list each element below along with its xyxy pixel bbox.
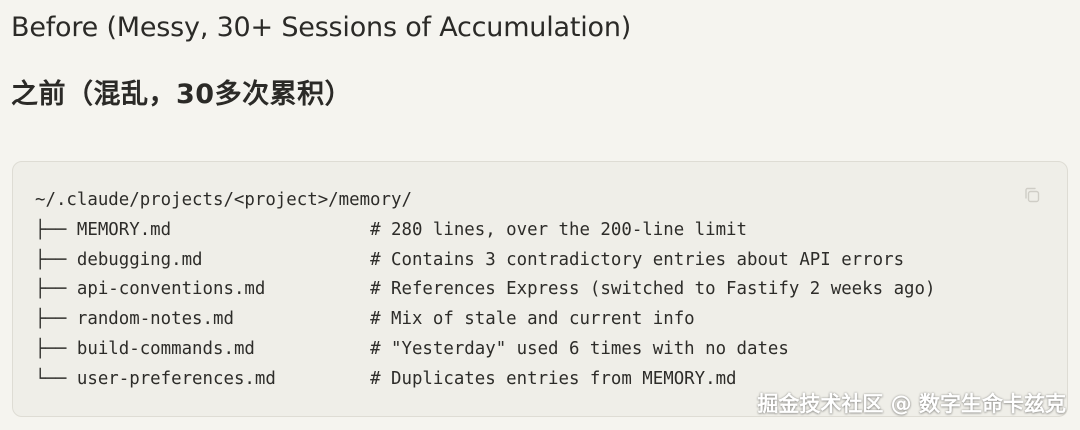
- tree-file-name: build-commands.md: [76, 338, 371, 359]
- copy-icon[interactable]: [1023, 186, 1041, 204]
- tree-comment: # References Express (switched to Fastif…: [370, 279, 936, 300]
- tree-comment: # "Yesterday" used 6 times with no dates: [370, 338, 789, 359]
- tree-comment: # Mix of stale and current info: [370, 309, 695, 330]
- tree-prefix: ├──: [35, 338, 77, 359]
- tree-entry: └── user-preferences.md # Duplicates ent…: [35, 365, 935, 395]
- heading-english: Before (Messy, 30+ Sessions of Accumulat…: [11, 12, 632, 43]
- tree-prefix: ├──: [35, 279, 77, 300]
- tree-entry: ├── MEMORY.md # 280 lines, over the 200-…: [35, 216, 935, 246]
- tree-file-name: random-notes.md: [76, 309, 371, 330]
- watermark: 掘金技术社区 @ 数字生命卡兹克: [757, 392, 1066, 416]
- tree-prefix: ├──: [35, 309, 77, 330]
- code-root-path: ~/.claude/projects/<project>/memory/: [35, 190, 412, 210]
- tree-prefix: └──: [35, 368, 77, 389]
- tree-file-name: user-preferences.md: [76, 368, 371, 389]
- tree-entry: ├── random-notes.md # Mix of stale and c…: [35, 305, 935, 335]
- tree-file-name: debugging.md: [76, 249, 371, 270]
- tree-entry: ├── build-commands.md # "Yesterday" used…: [35, 335, 935, 365]
- heading-chinese: 之前（混乱，30多次累积）: [11, 79, 353, 110]
- tree-comment: # Duplicates entries from MEMORY.md: [370, 368, 737, 389]
- tree-prefix: ├──: [35, 249, 77, 270]
- tree-file-name: MEMORY.md: [76, 219, 371, 240]
- tree-comment: # 280 lines, over the 200-line limit: [370, 219, 747, 240]
- tree-entry: ├── api-conventions.md # References Expr…: [35, 275, 935, 305]
- code-block: ~/.claude/projects/<project>/memory/ ├── …: [12, 161, 1068, 417]
- code-content: ~/.claude/projects/<project>/memory/ ├── …: [35, 186, 935, 395]
- tree-comment: # Contains 3 contradictory entries about…: [370, 249, 905, 270]
- tree-entry: ├── debugging.md # Contains 3 contradict…: [35, 246, 935, 276]
- tree-file-name: api-conventions.md: [76, 279, 371, 300]
- tree-prefix: ├──: [35, 219, 77, 240]
